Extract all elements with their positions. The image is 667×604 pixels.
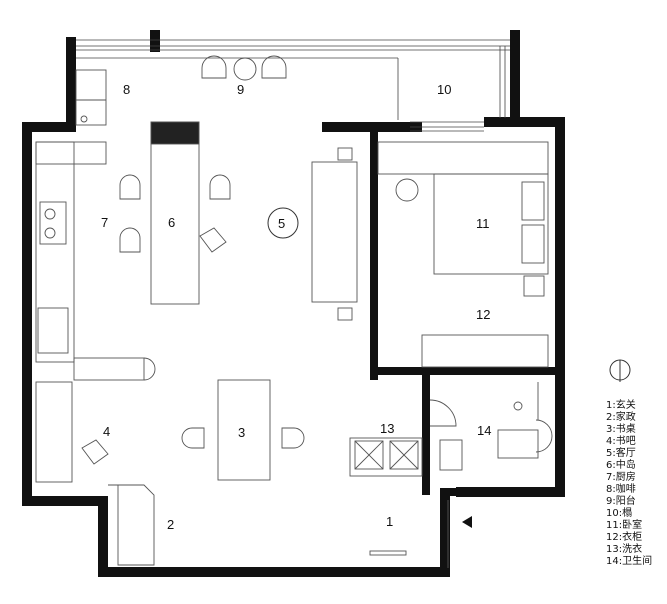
legend-item: 2:家政 (606, 410, 636, 423)
furniture (35, 55, 553, 568)
legend-item: 1:玄关 (606, 398, 636, 411)
room-number: 10 (437, 82, 451, 97)
room-number: 7 (101, 215, 108, 230)
legend: 1:玄关 2:家政 3:书桌 4:书吧 5:客厅 6:中岛 7:厨房 8:咖啡 … (606, 359, 652, 567)
legend-item: 13:洗衣 (606, 542, 642, 555)
living-room-marker (267, 207, 299, 239)
room-number: 5 (278, 216, 285, 231)
entrance-arrow (462, 516, 472, 528)
room-number: 11 (476, 216, 490, 231)
room-number: 12 (476, 307, 490, 322)
legend-item: 10:榻 (606, 506, 632, 519)
legend-item: 11:卧室 (606, 518, 642, 531)
room-number: 1 (386, 514, 393, 529)
legend-item: 9:阳台 (606, 494, 636, 507)
room-number: 9 (237, 82, 244, 97)
room-number: 3 (238, 425, 245, 440)
room-number: 6 (168, 215, 175, 230)
legend-item: 6:中岛 (606, 458, 636, 471)
legend-item: 5:客厅 (606, 446, 636, 459)
legend-item: 12:衣柜 (606, 530, 642, 543)
room-number: 13 (380, 421, 394, 436)
room-number: 14 (477, 423, 491, 438)
walls (22, 30, 565, 577)
legend-item: 7:厨房 (606, 470, 636, 483)
legend-item: 8:咖啡 (606, 483, 636, 495)
legend-item: 14:卫生间 (606, 554, 652, 567)
room-labels: 1 2 3 4 5 6 7 8 9 10 11 12 13 14 (101, 82, 491, 532)
legend-item: 4:书吧 (606, 435, 636, 447)
room-number: 4 (103, 424, 110, 439)
room-number: 8 (123, 82, 130, 97)
balcony-windows (76, 39, 510, 132)
room-number: 2 (167, 517, 174, 532)
legend-item: 3:书桌 (606, 422, 636, 435)
